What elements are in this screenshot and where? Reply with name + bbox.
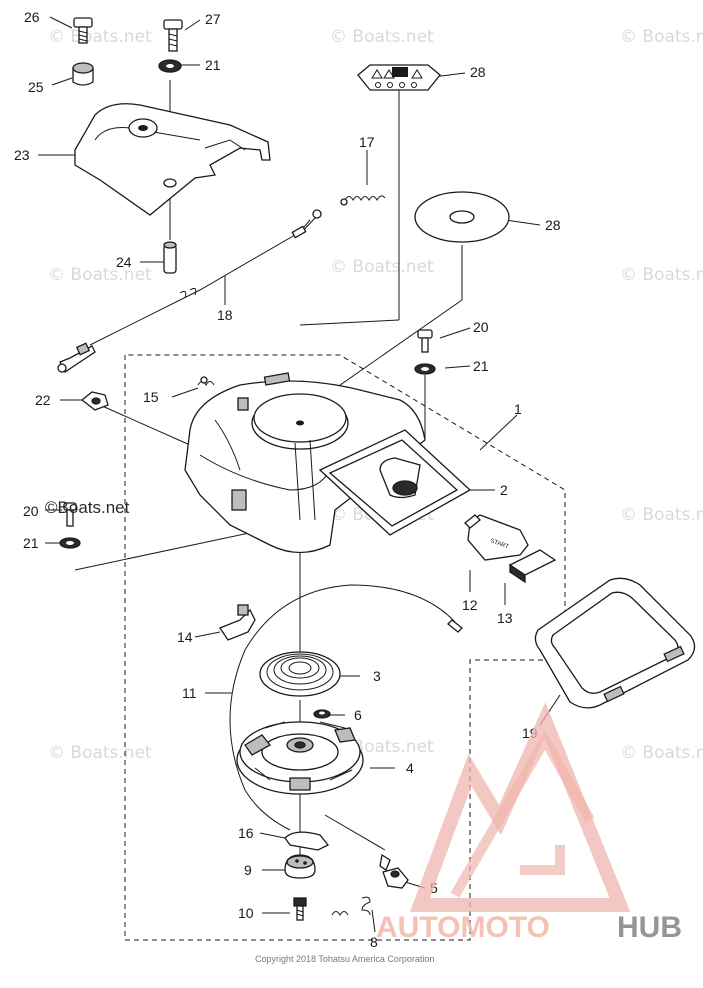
callout-1: 1: [514, 401, 522, 417]
callout-13: 13: [497, 610, 513, 626]
collar-24: [163, 241, 177, 274]
collar-25: [72, 62, 94, 86]
rope-reel-4: [236, 721, 364, 795]
copyright-text: Copyright 2018 Tohatsu America Corporati…: [255, 954, 434, 964]
inline-watermark: ©Boats.net: [45, 498, 130, 517]
callout-20: 20: [473, 319, 489, 335]
watermark: © Boats.net: [620, 265, 703, 285]
spring-15: [197, 376, 215, 387]
disc-decal-28: [289, 191, 510, 421]
seal-19: [534, 577, 696, 709]
callout-21: 21: [473, 358, 489, 374]
callout-11: 11: [182, 685, 197, 701]
callout-4: 4: [406, 760, 414, 776]
callout-16: 16: [238, 825, 254, 841]
watermark: © Boats.net: [620, 505, 703, 525]
automotohub-logo: AUTOMOTO HUB: [376, 702, 682, 944]
callout-8: 8: [370, 934, 378, 950]
throttle-cable-18: [57, 209, 322, 373]
handle-guide-2: [318, 429, 472, 536]
grip-plug-13: [508, 549, 557, 584]
bolt-26: [73, 17, 93, 44]
pawl-5: [379, 853, 409, 889]
callout-27: 27: [205, 11, 221, 27]
warning-decal-28: [299, 64, 441, 326]
callout-23: 23: [14, 147, 30, 163]
callout-25: 25: [28, 79, 44, 95]
logo-word-a: AUTOMOTO: [376, 911, 550, 944]
callout-21: 21: [23, 535, 39, 551]
callout-21: 21: [205, 57, 221, 73]
washer-21: [59, 537, 81, 549]
starter-cover-23: [74, 103, 271, 216]
bolt-20: [63, 502, 77, 527]
bolt-20: [417, 329, 433, 353]
screw-10: [293, 897, 307, 921]
logo-word-b: HUB: [617, 911, 682, 944]
recoil-spring-3: [259, 651, 341, 697]
watermark: © Boats.net: [330, 257, 434, 277]
starter-housing: [184, 372, 426, 554]
callout-5: 5: [430, 880, 438, 896]
clip-6: [313, 709, 331, 719]
callout-14: 14: [177, 629, 193, 645]
watermark: © Boats.net: [620, 27, 703, 47]
lever-14: [219, 604, 256, 641]
callout-12: 12: [462, 597, 478, 613]
drive-plate-9: [284, 854, 316, 879]
callout-3: 3: [373, 668, 381, 684]
watermark: © Boats.net: [48, 265, 152, 285]
cable-clamp-22: [80, 391, 109, 411]
watermark: © Boats.net: [48, 27, 152, 47]
washer-21: [158, 59, 182, 73]
friction-plate-16: [284, 831, 330, 851]
watermark: © Boats.net: [330, 27, 434, 47]
spring-small: [331, 911, 349, 917]
starter-grip-12: START: [464, 514, 529, 561]
callout-20: 20: [23, 503, 39, 519]
callout-22: 22: [35, 392, 51, 408]
callout-28: 28: [470, 64, 486, 80]
callout-10: 10: [238, 905, 254, 921]
callout-17: 17: [359, 134, 375, 150]
assembly-boundary: [124, 354, 566, 941]
callout-6: 6: [354, 707, 362, 723]
bolt-27: [163, 19, 183, 52]
callout-18: 18: [217, 307, 233, 323]
callout-9: 9: [244, 862, 252, 878]
washer-21: [414, 363, 436, 375]
callout-15: 15: [143, 389, 159, 405]
spring-17: [340, 195, 386, 206]
starter-rope-11: [229, 584, 463, 831]
spring-8: [361, 896, 371, 916]
watermark: © Boats.net: [48, 743, 152, 763]
callout-28: 28: [545, 217, 561, 233]
callout-26: 26: [24, 9, 40, 25]
callout-2: 2: [500, 482, 508, 498]
callout-24: 24: [116, 254, 132, 270]
watermark: © Boats.net: [620, 743, 703, 763]
